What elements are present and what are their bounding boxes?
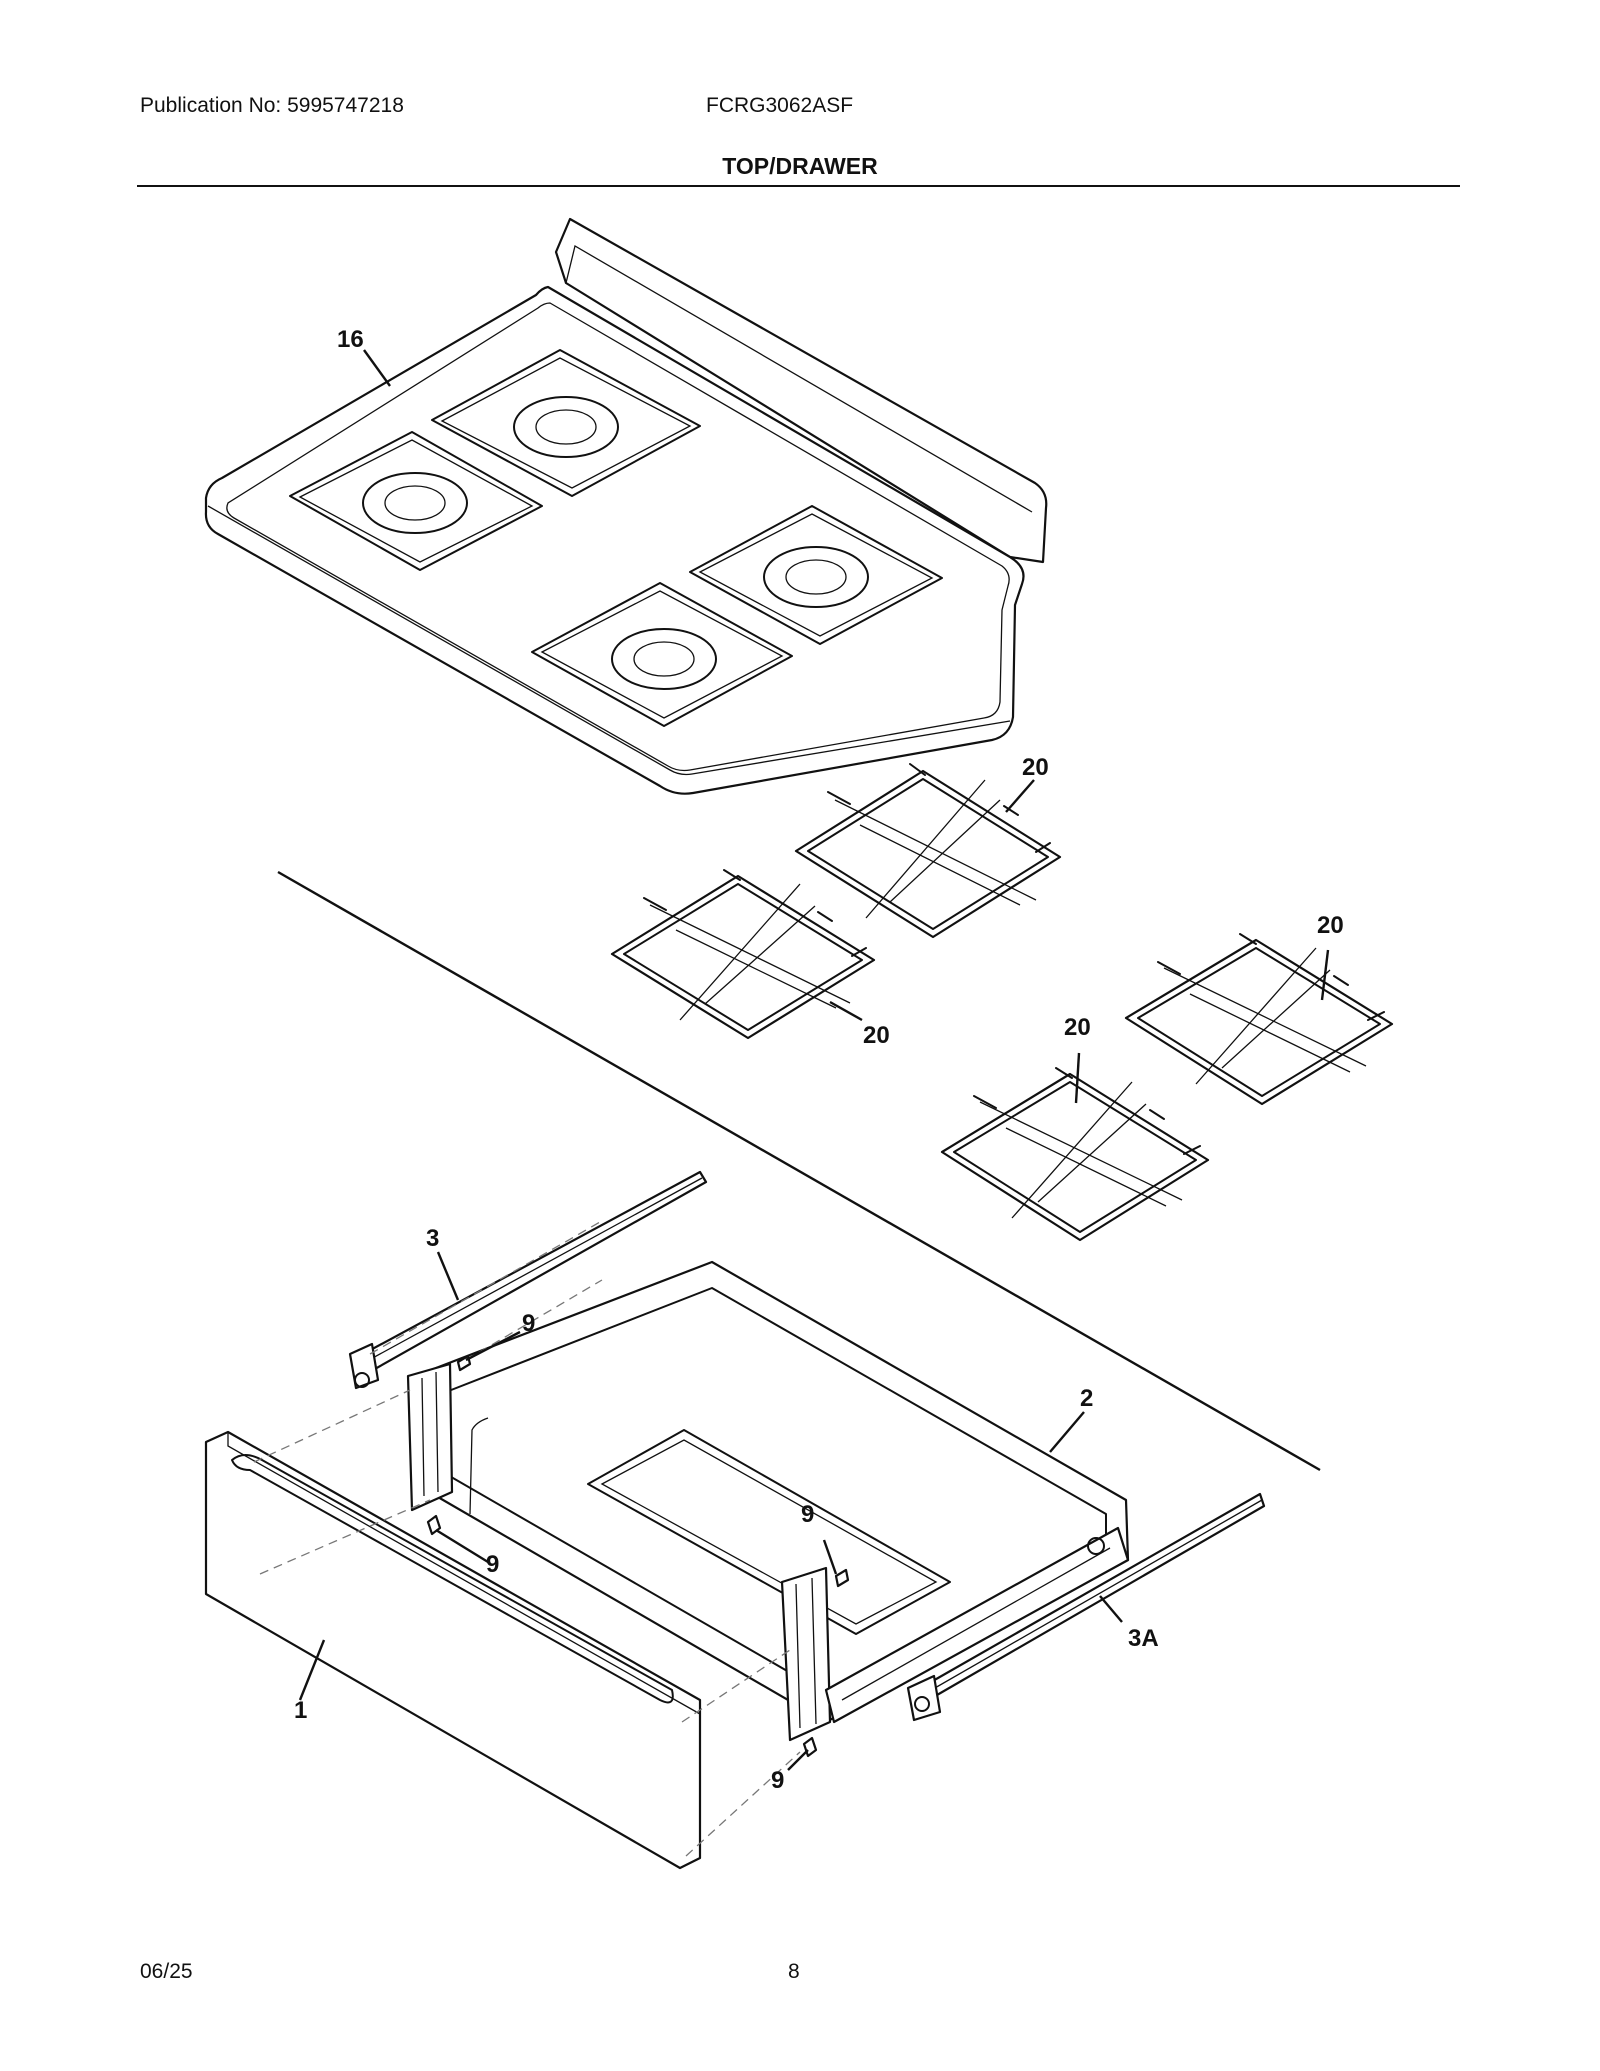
model-number: FCRG3062ASF (706, 94, 854, 117)
callout-drawer-glide-right: 3A (1128, 1625, 1159, 1652)
callout-grate-near-right: 20 (1064, 1014, 1091, 1041)
callout-screw-bottom: 9 (771, 1767, 784, 1794)
publication-number: Publication No: 5995747218 (140, 94, 404, 117)
callout-grate-top-center: 20 (1022, 754, 1049, 781)
drawer-front-panel (204, 1430, 702, 1870)
header-rule (137, 185, 1460, 187)
drawer-glide-left (348, 1170, 708, 1390)
callout-drawer-body: 2 (1080, 1385, 1093, 1412)
callout-screw-lower-left: 9 (486, 1551, 499, 1578)
drawer-glide-right (906, 1492, 1266, 1722)
cooktop-part (204, 217, 1048, 795)
callout-drawer-front: 1 (294, 1697, 307, 1724)
callout-cooktop: 16 (337, 326, 364, 353)
grate-top-center (794, 763, 1062, 939)
grate-left-center (610, 869, 876, 1040)
group-separator-line (277, 870, 1321, 1472)
grate-near-right (940, 1067, 1210, 1242)
grate-far-right (1124, 933, 1394, 1106)
callout-grate-left-center: 20 (863, 1022, 890, 1049)
drawer-body (406, 1260, 1130, 1742)
callout-drawer-glide-left: 3 (426, 1225, 439, 1252)
page-number: 8 (788, 1960, 800, 1983)
footer-date: 06/25 (140, 1960, 193, 1983)
callout-grate-far-right: 20 (1317, 912, 1344, 939)
callout-screw-upper-left: 9 (522, 1310, 535, 1337)
section-title: TOP/DRAWER (722, 153, 878, 179)
callout-screw-center: 9 (801, 1501, 814, 1528)
